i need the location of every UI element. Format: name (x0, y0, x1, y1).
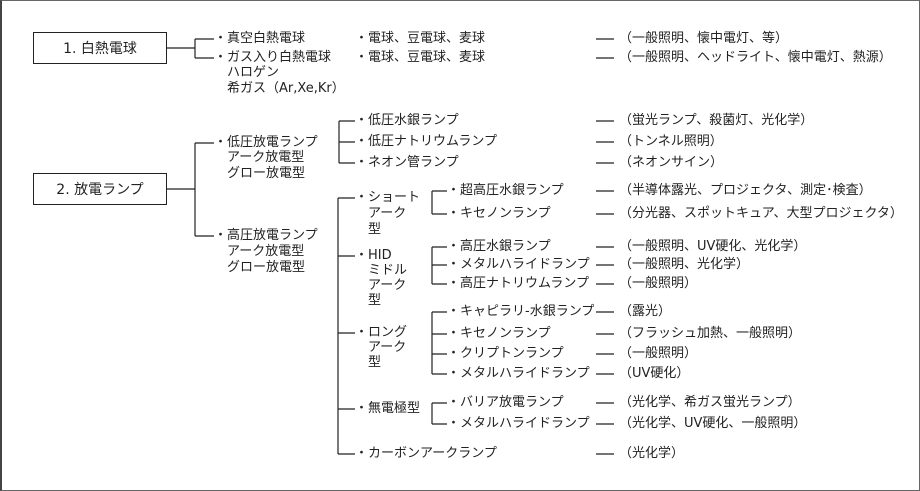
lamp-uses: （一般照明、UV硬化、光化学） (619, 239, 807, 254)
lamp-examples: 電球、豆電球、麦球 (355, 50, 485, 66)
lamp-name: 低圧ナトリウムランプ (355, 134, 497, 150)
arc-group-label: アーク (368, 278, 407, 293)
lamp-examples: 電球、豆電球、麦球 (355, 31, 485, 47)
arc-group-label: 型 (368, 222, 382, 237)
lamp-name: 高圧水銀ランプ (447, 239, 551, 255)
lamp-name: クリプトンランプ (447, 346, 564, 362)
category-label: 2. 放電ランプ (56, 182, 144, 198)
category-box-incandescent: 1. 白熱電球 (33, 32, 167, 64)
discharge-low-label: グロー放電型 (227, 166, 306, 181)
category-box-discharge: 2. 放電ランプ (33, 173, 167, 205)
discharge-low-label: 低圧放電ランプ (214, 135, 318, 151)
connector-short-arc (431, 190, 447, 215)
lamp-name: キセノンランプ (447, 206, 551, 222)
connector-long-arc (431, 311, 447, 375)
arc-group-label: ショート (355, 190, 420, 206)
arc-group-label: ロング (355, 325, 407, 341)
connector-low-pressure (338, 120, 355, 164)
lamp-name: メタルハライドランプ (447, 257, 590, 273)
discharge-high-label: グロー放電型 (227, 260, 306, 275)
connector-electrodeless (431, 402, 447, 425)
lamp-name: 超高圧水銀ランプ (447, 183, 564, 199)
lamp-uses: （一般照明、懐中電灯、等） (619, 31, 789, 46)
lamp-uses: （トンネル照明） (619, 134, 723, 149)
lamp-uses: （光化学） (619, 446, 685, 461)
discharge-high-label: アーク放電型 (227, 244, 305, 259)
arc-group-label: 型 (368, 355, 382, 370)
lamp-uses: （一般照明） (619, 346, 698, 361)
lamp-uses: （一般照明、ヘッドライト、懐中電灯、熱源） (619, 50, 892, 65)
lamp-uses: （一般照明） (619, 276, 698, 291)
lamp-name: 低圧水銀ランプ (355, 113, 459, 129)
arc-group-label: アーク (368, 206, 407, 221)
lamp-name: キャピラリ-水銀ランプ (447, 304, 594, 320)
connector-hid (431, 246, 447, 285)
connector-discharge (167, 142, 214, 237)
lamp-name: カーボンアークランプ (355, 446, 497, 462)
lamp-uses: （ネオンサイン） (619, 155, 724, 170)
arc-group-label: 無電極型 (355, 401, 420, 417)
lamp-uses: （フラッシュ加熱、一般照明） (619, 326, 802, 341)
category-label: 1. 白熱電球 (63, 41, 137, 57)
lamp-subtype: 希ガス（Ar,Xe,Kr） (227, 81, 345, 96)
arc-group-label: ミドル (368, 263, 408, 278)
lamp-type: ガス入り白熱電球 (214, 50, 331, 66)
connector-incandescent (167, 38, 214, 59)
arc-group-label: アーク (368, 340, 407, 355)
lamp-uses: （蛍光ランプ、殺菌灯、光化学） (619, 113, 814, 128)
lamp-name: キセノンランプ (447, 326, 551, 342)
discharge-low-label: アーク放電型 (227, 150, 305, 165)
lamp-name: メタルハライドランプ (447, 366, 590, 382)
lamp-uses: （一般照明、光化学） (619, 257, 750, 272)
lamp-uses: （分光器、スポットキュア、大型プロジェクタ） (619, 206, 903, 221)
lamp-subtype: ハロゲン (227, 65, 280, 80)
use-dashes (596, 38, 614, 455)
lamp-name: メタルハライドランプ (447, 416, 590, 432)
lamp-name: ネオン管ランプ (355, 155, 459, 171)
connector-high-pressure (337, 197, 355, 455)
lamp-type: 真空白熱電球 (214, 31, 305, 47)
lamp-uses: （UV硬化） (619, 366, 690, 381)
lamp-uses: （光化学、希ガス蛍光ランプ） (619, 395, 801, 410)
lamp-uses: （光化学、UV硬化、一般照明） (619, 416, 807, 431)
lamp-uses: （露光） (619, 304, 672, 319)
lamp-name: バリア放電ランプ (447, 395, 564, 411)
arc-group-label: 型 (368, 293, 382, 308)
discharge-high-label: 高圧放電ランプ (214, 228, 318, 244)
lamp-name: 高圧ナトリウムランプ (447, 276, 589, 292)
arc-group-label: HID (355, 248, 392, 264)
lamp-uses: （半導体露光、プロジェクタ、測定･検査） (619, 183, 872, 198)
